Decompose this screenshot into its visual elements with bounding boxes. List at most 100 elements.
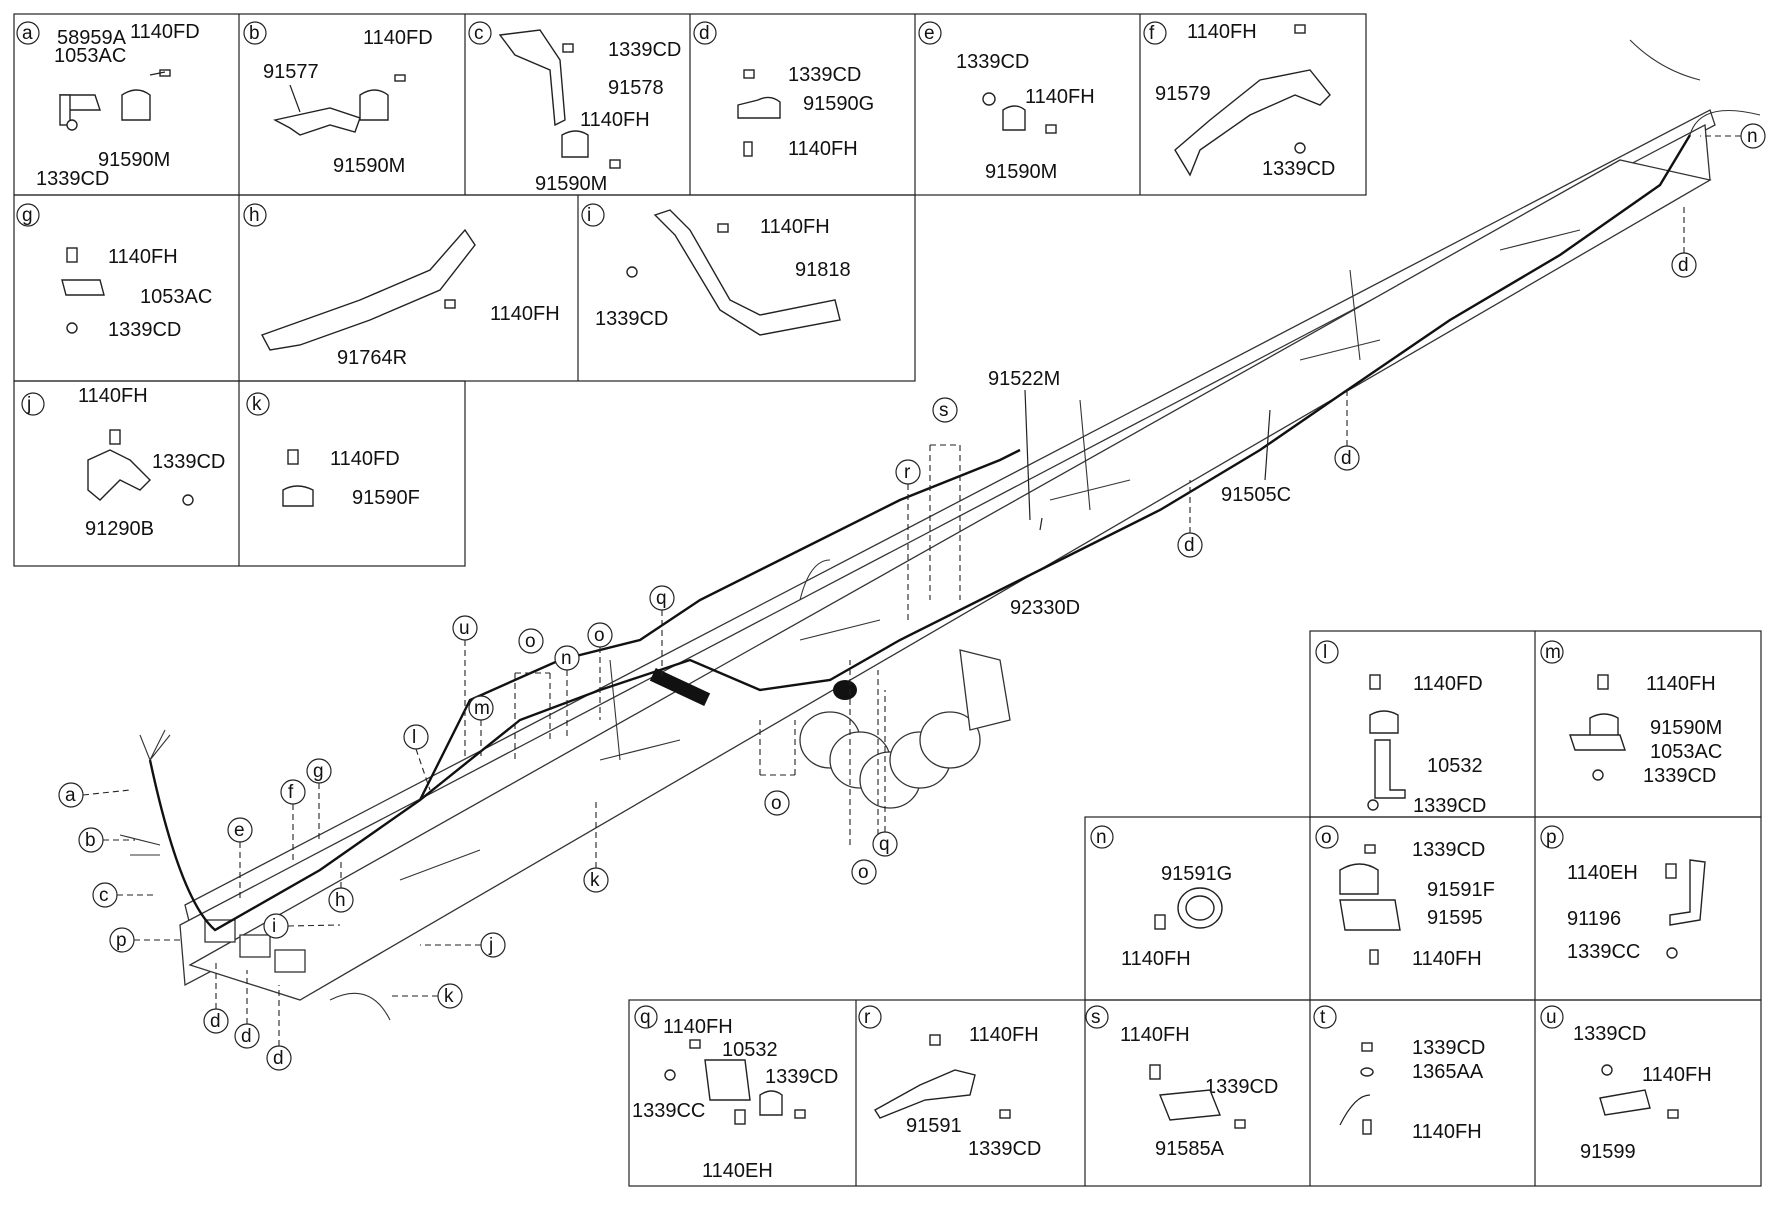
svg-text:1339CD: 1339CD: [1573, 1023, 1646, 1045]
svg-text:q: q: [879, 834, 890, 855]
svg-text:d: d: [1184, 535, 1195, 556]
svg-text:1140EH: 1140EH: [1567, 862, 1638, 884]
svg-text:b: b: [85, 830, 96, 851]
svg-text:a: a: [65, 785, 76, 806]
svg-text:91590M: 91590M: [985, 161, 1057, 183]
svg-text:91522M: 91522M: [988, 368, 1060, 390]
panel-p: p 1140EH 91196 1339CC: [1540, 825, 1706, 963]
panel-a: a 58959A 1140FD 1053AC 91590M 1339CD: [16, 21, 200, 190]
svg-text:91578: 91578: [608, 77, 664, 99]
svg-text:91505C: 91505C: [1221, 484, 1291, 506]
panel-grid-bottom: [628, 630, 1762, 1187]
panel-b: b 1140FD 91577 91590M: [243, 21, 433, 177]
svg-text:h: h: [335, 890, 346, 911]
svg-text:1140FH: 1140FH: [490, 303, 560, 325]
svg-text:1140FH: 1140FH: [760, 216, 830, 238]
svg-text:1140FH: 1140FH: [1187, 21, 1257, 43]
svg-text:d: d: [1341, 448, 1352, 469]
svg-text:91591: 91591: [906, 1115, 962, 1137]
svg-text:l: l: [412, 727, 416, 748]
svg-text:1339CC: 1339CC: [1567, 941, 1640, 963]
panel-s: s 1140FH 1339CD 91585A: [1085, 1005, 1278, 1160]
svg-text:r: r: [864, 1007, 871, 1028]
svg-text:m: m: [1545, 642, 1561, 663]
svg-text:1365AA: 1365AA: [1412, 1061, 1484, 1083]
svg-text:1140FH: 1140FH: [788, 138, 858, 160]
svg-text:c: c: [99, 885, 109, 906]
svg-text:1339CD: 1339CD: [1262, 158, 1335, 180]
svg-text:91590M: 91590M: [98, 149, 170, 171]
svg-text:1339CD: 1339CD: [152, 451, 225, 473]
svg-text:j: j: [26, 394, 31, 415]
svg-text:q: q: [656, 588, 667, 609]
svg-text:1339CD: 1339CD: [1412, 1037, 1485, 1059]
svg-text:d: d: [699, 23, 710, 44]
svg-text:o: o: [525, 631, 536, 652]
svg-text:i: i: [587, 205, 591, 226]
svg-text:n: n: [1747, 126, 1758, 147]
svg-text:s: s: [939, 400, 949, 421]
svg-text:91577: 91577: [263, 61, 319, 83]
svg-text:10532: 10532: [722, 1039, 778, 1061]
svg-text:91590M: 91590M: [535, 173, 607, 195]
panel-j: j 1140FH 1339CD 91290B: [21, 385, 225, 540]
panel-u: u 1339CD 1140FH 91599: [1540, 1005, 1712, 1163]
svg-text:b: b: [249, 23, 260, 44]
svg-text:n: n: [1096, 827, 1107, 848]
svg-text:1140FH: 1140FH: [1412, 948, 1482, 970]
svg-text:1140FH: 1140FH: [1121, 948, 1191, 970]
svg-text:t: t: [1320, 1007, 1326, 1028]
svg-text:1339CD: 1339CD: [956, 51, 1029, 73]
panel-h: h 1140FH 91764R: [243, 203, 560, 369]
svg-text:f: f: [288, 782, 294, 803]
svg-text:k: k: [252, 394, 262, 415]
svg-text:k: k: [444, 986, 454, 1007]
svg-text:91595: 91595: [1427, 907, 1483, 929]
svg-text:1339CD: 1339CD: [1413, 795, 1486, 817]
svg-text:d: d: [241, 1026, 252, 1047]
panel-n: n 91591G 1140FH: [1090, 825, 1232, 970]
svg-text:o: o: [858, 862, 869, 883]
svg-text:10532: 10532: [1427, 755, 1483, 777]
svg-text:1053AC: 1053AC: [140, 286, 212, 308]
svg-text:91290B: 91290B: [85, 518, 154, 540]
svg-text:1339CD: 1339CD: [1643, 765, 1716, 787]
svg-text:1339CD: 1339CD: [1412, 839, 1485, 861]
panel-k: k 1140FD 91590F: [246, 392, 420, 509]
panel-g: g 1140FH 1053AC 1339CD: [16, 203, 212, 341]
panel-q: q 1140FH 10532 1339CD 1339CC 1140EH: [632, 1005, 838, 1182]
svg-text:58959A: 58959A: [57, 27, 127, 49]
svg-text:d: d: [1678, 255, 1689, 276]
svg-text:o: o: [1321, 827, 1332, 848]
svg-text:d: d: [210, 1011, 221, 1032]
svg-text:e: e: [234, 820, 245, 841]
svg-text:f: f: [1149, 23, 1155, 44]
svg-text:1053AC: 1053AC: [54, 45, 126, 67]
svg-text:1140FD: 1140FD: [1413, 673, 1483, 695]
svg-text:91590F: 91590F: [352, 487, 420, 509]
svg-text:91590M: 91590M: [1650, 717, 1722, 739]
main-labels: 91522M 92330D 91505C: [988, 368, 1291, 619]
svg-text:1140FH: 1140FH: [1646, 673, 1716, 695]
svg-text:p: p: [116, 930, 127, 951]
svg-text:1140FH: 1140FH: [580, 109, 650, 131]
svg-text:1140FH: 1140FH: [108, 246, 178, 268]
svg-text:1140EH: 1140EH: [702, 1160, 773, 1182]
svg-text:c: c: [474, 23, 484, 44]
svg-text:91590G: 91590G: [803, 93, 874, 115]
svg-text:1339CC: 1339CC: [632, 1100, 705, 1122]
svg-text:1339CD: 1339CD: [608, 39, 681, 61]
svg-text:a: a: [22, 23, 33, 44]
svg-text:h: h: [249, 205, 260, 226]
svg-text:u: u: [1546, 1007, 1557, 1028]
svg-text:91591F: 91591F: [1427, 879, 1495, 901]
svg-text:1140FH: 1140FH: [1412, 1121, 1482, 1143]
svg-text:r: r: [904, 462, 911, 483]
panel-c: c 1339CD 91578 1140FH 91590M: [468, 21, 681, 195]
svg-text:j: j: [488, 935, 493, 956]
panel-d: d 1339CD 91590G 1140FH: [693, 21, 874, 160]
svg-text:k: k: [590, 870, 600, 891]
svg-text:1140FD: 1140FD: [330, 448, 400, 470]
svg-text:1140FH: 1140FH: [78, 385, 148, 407]
